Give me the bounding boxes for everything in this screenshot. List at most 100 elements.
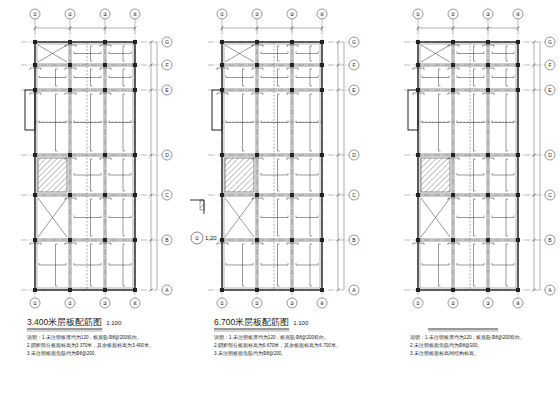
drawing-stroke — [100, 198, 101, 200]
drawing-stroke — [65, 68, 66, 70]
drawing-stroke — [296, 263, 297, 265]
grid-bubble — [162, 285, 172, 295]
drawing-stroke — [65, 198, 66, 200]
drawing-stroke — [448, 45, 459, 46]
drawing-stroke — [30, 93, 31, 95]
drawing-stroke — [337, 194, 340, 197]
drawing-stroke — [35, 196, 135, 197]
drawing-stroke — [287, 198, 288, 200]
drawing-stroke — [337, 64, 340, 67]
drawing-stroke — [448, 243, 449, 245]
drawing-stroke — [474, 69, 476, 70]
column — [68, 63, 72, 67]
drawing-stroke — [474, 46, 476, 47]
drawing-stroke — [474, 244, 476, 245]
grid-label: ① — [33, 301, 37, 306]
drawing-stroke — [257, 19, 258, 298]
drawing-stroke — [104, 42, 105, 290]
grid-label: E — [352, 88, 355, 93]
drawing-stroke — [252, 93, 263, 94]
drawing-stroke — [448, 68, 459, 69]
drawing-stroke — [291, 42, 292, 290]
drawing-stroke — [404, 240, 545, 241]
drawing-stroke — [69, 42, 70, 290]
detail-section — [200, 200, 204, 210]
grid-bubble — [217, 298, 227, 308]
drawing-stroke — [263, 198, 264, 200]
drawing-stroke — [222, 122, 322, 123]
drawing-stroke — [111, 45, 112, 47]
drawing-stroke — [310, 199, 311, 236]
drawing-stroke — [470, 42, 471, 290]
drawing-stroke — [483, 68, 484, 70]
drawing-stroke — [56, 94, 58, 95]
drawing-stroke — [483, 198, 494, 199]
drawing-stroke — [418, 154, 518, 155]
grid-bubble — [287, 9, 297, 19]
column — [33, 288, 37, 292]
grid-label: D — [548, 153, 552, 158]
column — [451, 63, 455, 67]
drawing-stroke — [21, 155, 162, 156]
drawing-stroke — [506, 61, 508, 62]
drawing-stroke — [506, 159, 507, 191]
grid-label: ② — [255, 301, 259, 306]
grid-bubble — [252, 298, 262, 308]
drawing-stroke — [38, 198, 67, 237]
drawing-stroke — [226, 265, 253, 266]
drawing-stroke — [109, 263, 110, 265]
drawing-stroke — [224, 44, 320, 288]
drawing-stroke — [38, 45, 67, 62]
plan-title: 6.700米层板配筋图 — [214, 318, 289, 327]
drawing-stroke — [253, 76, 254, 78]
drawing-stroke — [91, 159, 93, 160]
drawing-stroke — [322, 25, 323, 31]
grid-label: ③ — [290, 12, 294, 17]
drawing-stroke — [418, 241, 518, 242]
drawing-stroke — [506, 94, 508, 95]
grid-label: ③ — [486, 301, 490, 306]
drawing-stroke — [473, 199, 474, 236]
drawing-stroke — [123, 159, 125, 160]
drawing-stroke — [208, 240, 349, 241]
drawing-stroke — [492, 76, 493, 78]
drawing-stroke — [474, 199, 476, 200]
column — [416, 40, 420, 44]
drawing-stroke — [243, 86, 245, 87]
drawing-stroke — [225, 198, 254, 237]
drawing-stroke — [263, 93, 264, 95]
drawing-stroke — [39, 77, 66, 78]
drawing-stroke — [310, 69, 312, 70]
drawing-stroke — [296, 175, 318, 176]
drawing-stroke — [261, 265, 288, 266]
drawing-stroke — [252, 93, 253, 95]
drawing-stroke — [39, 122, 66, 123]
drawing-stroke — [506, 199, 508, 200]
drawing-stroke — [492, 265, 514, 266]
grid-bubble — [287, 298, 297, 308]
drawing-stroke — [278, 199, 280, 200]
drawing-stroke — [418, 28, 518, 29]
grid-bubble — [217, 9, 227, 19]
grid-label: A — [548, 288, 551, 293]
drawing-stroke — [474, 94, 476, 95]
drawing-stroke — [30, 243, 31, 245]
drawing-stroke — [484, 52, 485, 54]
drawing-stroke — [287, 68, 288, 70]
drawing-stroke — [109, 76, 110, 78]
drawing-stroke — [222, 28, 322, 29]
drawing-stroke — [310, 94, 312, 95]
drawing-stroke — [424, 93, 425, 95]
drawing-stroke — [222, 64, 322, 65]
column — [133, 193, 137, 197]
drawing-stroke — [123, 236, 125, 237]
drawing-stroke — [90, 46, 91, 61]
drawing-stroke — [76, 93, 77, 95]
drawing-stroke — [422, 121, 423, 123]
drawing-stroke — [222, 156, 322, 157]
drawing-stroke — [424, 243, 425, 245]
grid-bubble — [349, 60, 359, 70]
drawing-stroke — [257, 25, 258, 31]
drawing-stroke — [448, 93, 449, 95]
column — [451, 153, 455, 157]
